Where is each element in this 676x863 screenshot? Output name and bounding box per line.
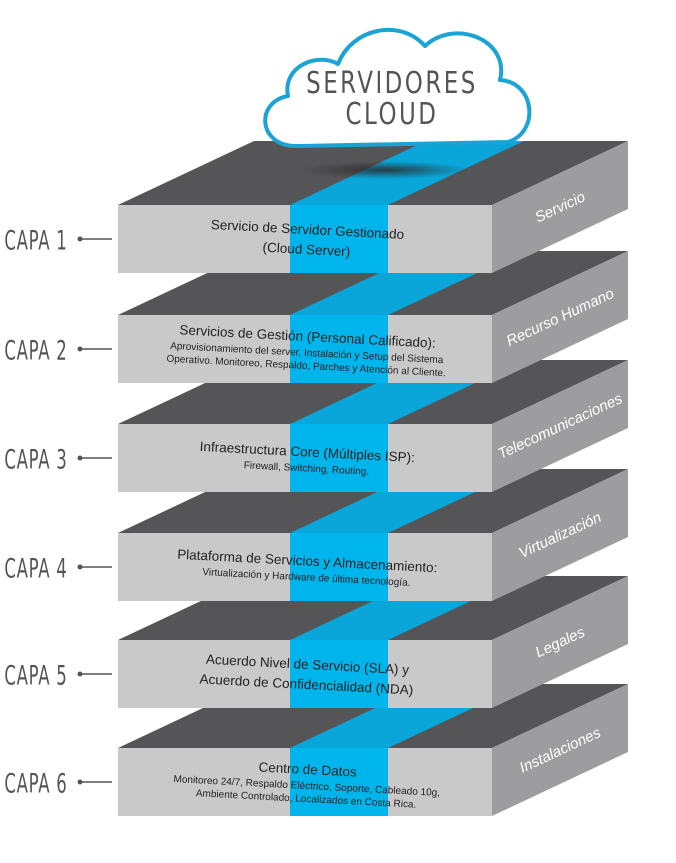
layer-title-text: (Cloud Server): [262, 240, 350, 260]
cloud-icon: [263, 27, 532, 148]
cloud-title-line2: CLOUD: [346, 97, 439, 132]
capa-label: CAPA 3: [4, 446, 67, 476]
block-front-stripe: [290, 205, 388, 273]
block-front-stripe: [290, 533, 388, 601]
block-side-face: [492, 360, 628, 492]
block-side-face: [492, 576, 628, 708]
block-front-stripe: [290, 640, 388, 708]
block-front-stripe: [290, 748, 388, 816]
block-front-stripe: [290, 315, 388, 383]
cloud-shadow: [300, 161, 470, 179]
block-side-face: [492, 684, 628, 816]
capa-label: CAPA 2: [4, 337, 67, 367]
block-side-face: [492, 251, 628, 383]
block-side-face: [492, 141, 628, 273]
capa-label: CAPA 1: [4, 227, 67, 257]
capa-label: CAPA 4: [4, 555, 67, 585]
block-side-face: [492, 469, 628, 601]
cloud-title-line1: SERVIDORES: [306, 66, 478, 101]
layer-title-text: Centro de Datos: [258, 759, 357, 779]
block-front-stripe: [290, 424, 388, 492]
capa-label: CAPA 5: [4, 662, 67, 692]
capa-label: CAPA 6: [4, 770, 67, 800]
